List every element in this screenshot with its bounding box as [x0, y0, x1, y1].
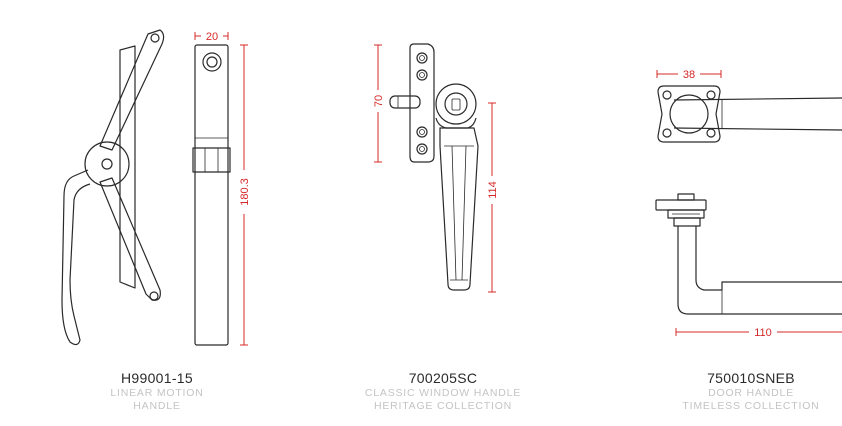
linear-motion-handle-drawing: 20 180.3 — [61, 28, 252, 346]
product-description-line2: HANDLE — [133, 400, 181, 412]
door-handle-drawing: 38 110 — [655, 67, 842, 339]
product-code: 700205SC — [408, 370, 478, 386]
dim-rose-label: 38 — [683, 69, 695, 81]
product-description-line1: CLASSIC WINDOW HANDLE — [364, 387, 522, 399]
product-caption-3: 750010SNEB DOOR HANDLE TIMELESS COLLECTI… — [641, 370, 842, 413]
dim-width-label: 20 — [206, 31, 218, 43]
product-description-line1: LINEAR MOTION — [110, 387, 204, 399]
product-caption-2: 700205SC CLASSIC WINDOW HANDLE HERITAGE … — [333, 370, 553, 413]
product-description-line1: DOOR HANDLE — [708, 387, 794, 399]
product-description-line2: HERITAGE COLLECTION — [373, 400, 513, 412]
product-caption-1: H99001-15 LINEAR MOTION HANDLE — [47, 370, 267, 413]
dim-lever-label: 114 — [487, 181, 499, 199]
dim-length-label: 110 — [754, 327, 772, 339]
dim-plate-label: 70 — [373, 95, 385, 107]
product-description-line2: TIMELESS COLLECTION — [682, 400, 820, 412]
classic-window-handle-drawing: 70 114 — [372, 43, 500, 293]
product-code: 750010SNEB — [707, 370, 795, 386]
product-code: H99001-15 — [121, 370, 193, 386]
dim-height-label: 180.3 — [239, 178, 251, 206]
